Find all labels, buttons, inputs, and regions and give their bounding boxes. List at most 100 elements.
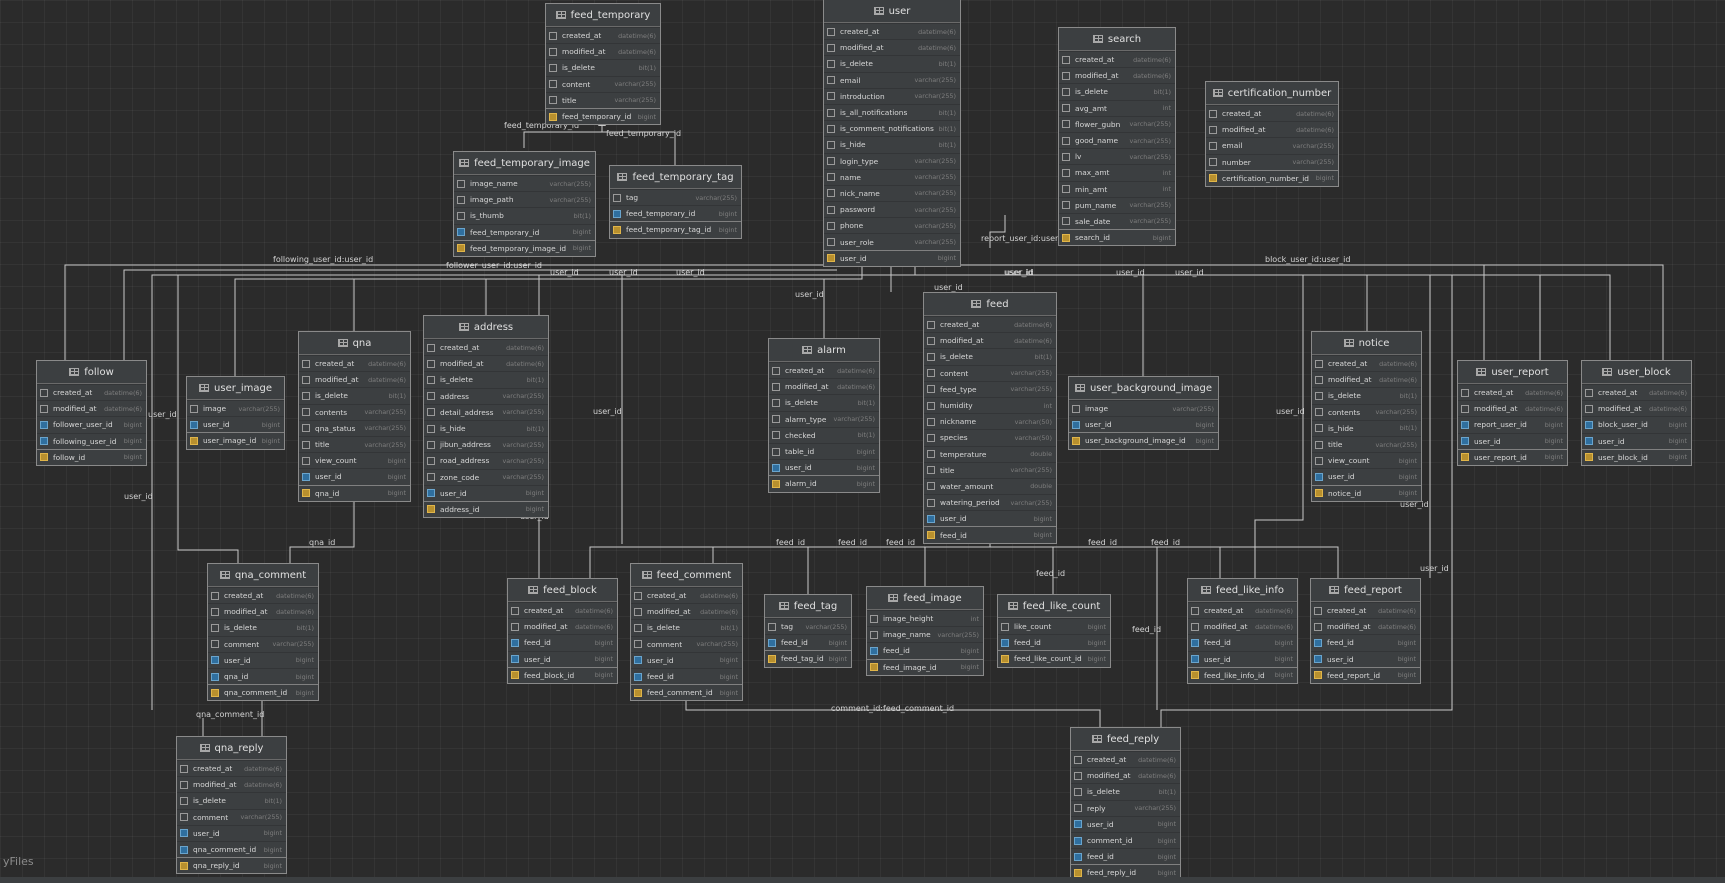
table-header[interactable]: feed_temporary — [546, 4, 660, 27]
bottom-scrollbar[interactable] — [0, 877, 1725, 883]
table-header[interactable]: feed_report — [1311, 579, 1420, 602]
table-header[interactable]: alarm — [769, 339, 879, 362]
relationship-line[interactable] — [990, 546, 1221, 578]
table-header[interactable]: user_block — [1582, 361, 1691, 384]
table-header[interactable]: feed_like_count — [998, 595, 1110, 618]
table-header[interactable]: address — [424, 316, 548, 339]
relationship-line[interactable] — [177, 275, 239, 563]
table-header[interactable]: search — [1059, 28, 1175, 51]
table-header[interactable]: feed_like_info — [1188, 579, 1297, 602]
table-header[interactable]: certification_number — [1206, 82, 1338, 105]
table-header[interactable]: user_background_image — [1069, 377, 1218, 400]
